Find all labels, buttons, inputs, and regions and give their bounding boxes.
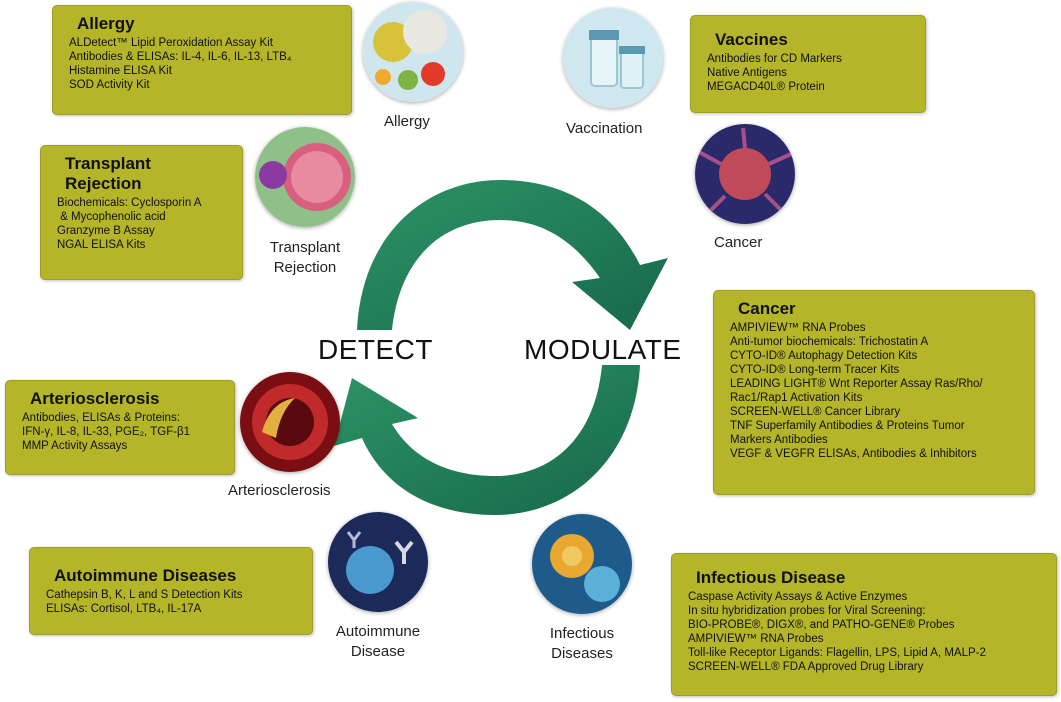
list-item: IFN-γ, IL-8, IL-33, PGE₂, TGF-β1 bbox=[22, 426, 191, 438]
infectious-circle-label-2: Diseases bbox=[551, 645, 613, 662]
allergy-pollen-image bbox=[363, 2, 463, 102]
list-item: NGAL ELISA Kits bbox=[57, 239, 146, 251]
transplant-circle-label: Transplant Rejection bbox=[260, 238, 350, 278]
autoimmune-circle-label-1: Autoimmune bbox=[335, 623, 421, 640]
list-item: & Mycophenolic acid bbox=[57, 211, 166, 223]
transplant-circle-label-1: Transplant bbox=[269, 239, 341, 256]
arteriosclerosis-box-title: Arteriosclerosis bbox=[30, 389, 160, 408]
list-item: SOD Activity Kit bbox=[69, 79, 150, 91]
cancer-box: Cancer AMPIVIEW™ RNA Probes Anti-tumor b… bbox=[713, 290, 1035, 495]
arteriosclerosis-box: Arteriosclerosis Antibodies, ELISAs & Pr… bbox=[5, 380, 235, 475]
vaccines-box: Vaccines Antibodies for CD Markers Nativ… bbox=[690, 15, 926, 113]
infectious-circle-label: Infectious Diseases bbox=[530, 624, 634, 664]
list-item: Markers Antibodies bbox=[730, 434, 828, 446]
infectious-virus-image bbox=[532, 514, 632, 614]
vaccination-vial-image bbox=[563, 8, 663, 108]
list-item: MMP Activity Assays bbox=[22, 440, 128, 452]
arteriosclerosis-artery-image bbox=[240, 372, 340, 472]
list-item: ALDetect™ Lipid Peroxidation Assay Kit bbox=[69, 37, 273, 49]
vaccination-circle-label: Vaccination bbox=[566, 120, 643, 137]
list-item: Antibodies for CD Markers bbox=[707, 53, 842, 65]
vaccines-box-title: Vaccines bbox=[715, 30, 788, 49]
list-item: Cathepsin B, K, L and S Detection Kits bbox=[46, 589, 243, 601]
list-item: Native Antigens bbox=[707, 67, 787, 79]
list-item: SCREEN-WELL® Cancer Library bbox=[730, 406, 901, 418]
list-item: CYTO-ID® Long-term Tracer Kits bbox=[730, 364, 900, 376]
cycle-arrow-bottom bbox=[334, 365, 640, 515]
arteriosclerosis-circle-label: Arteriosclerosis bbox=[228, 482, 331, 499]
transplant-box-title-2: Rejection bbox=[65, 174, 142, 193]
list-item: CYTO-ID® Autophagy Detection Kits bbox=[730, 350, 918, 362]
autoimmune-antibody-image bbox=[328, 512, 428, 612]
allergy-box: Allergy ALDetect™ Lipid Peroxidation Ass… bbox=[52, 5, 352, 115]
list-item: ELISAs: Cortisol, LTB₄, IL-17A bbox=[46, 603, 202, 615]
transplant-circle-label-2: Rejection bbox=[273, 259, 337, 276]
list-item: Rac1/Rap1 Activation Kits bbox=[730, 392, 863, 404]
list-item: Biochemicals: Cyclosporin A bbox=[57, 197, 202, 209]
autoimmune-circle-label: Autoimmune Disease bbox=[326, 622, 430, 662]
list-item: AMPIVIEW™ RNA Probes bbox=[730, 322, 866, 334]
cancer-circle-label: Cancer bbox=[714, 234, 763, 251]
cycle-arrow-top bbox=[357, 180, 668, 330]
autoimmune-box: Autoimmune Diseases Cathepsin B, K, L an… bbox=[29, 547, 313, 635]
modulate-label: MODULATE bbox=[524, 334, 682, 365]
list-item: VEGF & VEGFR ELISAs, Antibodies & Inhibi… bbox=[730, 448, 977, 460]
list-item: AMPIVIEW™ RNA Probes bbox=[688, 633, 824, 645]
transplant-box-title-1: Transplant bbox=[65, 154, 151, 173]
detect-label: DETECT bbox=[318, 334, 433, 365]
list-item: TNF Superfamily Antibodies & Proteins Tu… bbox=[730, 420, 965, 432]
list-item: Caspase Activity Assays & Active Enzymes bbox=[688, 591, 908, 603]
allergy-box-title: Allergy bbox=[77, 14, 135, 33]
list-item: BIO-PROBE®, DIGX®, and PATHO-GENE® Probe… bbox=[688, 619, 955, 631]
infectious-box: Infectious Disease Caspase Activity Assa… bbox=[671, 553, 1057, 696]
list-item: Anti-tumor biochemicals: Trichostatin A bbox=[730, 336, 929, 348]
list-item: MEGACD40L® Protein bbox=[707, 81, 825, 93]
list-item: Histamine ELISA Kit bbox=[69, 65, 172, 77]
infectious-circle-label-1: Infectious bbox=[549, 625, 615, 642]
allergy-circle-label: Allergy bbox=[384, 113, 430, 130]
list-item: Toll-like Receptor Ligands: Flagellin, L… bbox=[688, 647, 986, 659]
cancer-cell-image bbox=[695, 124, 795, 224]
list-item: SCREEN-WELL® FDA Approved Drug Library bbox=[688, 661, 924, 673]
list-item: Antibodies, ELISAs & Proteins: bbox=[22, 412, 180, 424]
autoimmune-circle-label-2: Disease bbox=[350, 643, 406, 660]
autoimmune-box-title: Autoimmune Diseases bbox=[54, 566, 237, 585]
list-item: Granzyme B Assay bbox=[57, 225, 155, 237]
list-item: In situ hybridization probes for Viral S… bbox=[688, 605, 926, 617]
transplant-cell-image bbox=[255, 127, 355, 227]
infectious-box-title: Infectious Disease bbox=[696, 568, 846, 587]
cancer-box-title: Cancer bbox=[738, 299, 796, 318]
transplant-box: Transplant Rejection Biochemicals: Cyclo… bbox=[40, 145, 243, 280]
list-item: LEADING LIGHT® Wnt Reporter Assay Ras/Rh… bbox=[730, 378, 983, 390]
list-item: Antibodies & ELISAs: IL-4, IL-6, IL-13, … bbox=[69, 51, 292, 63]
